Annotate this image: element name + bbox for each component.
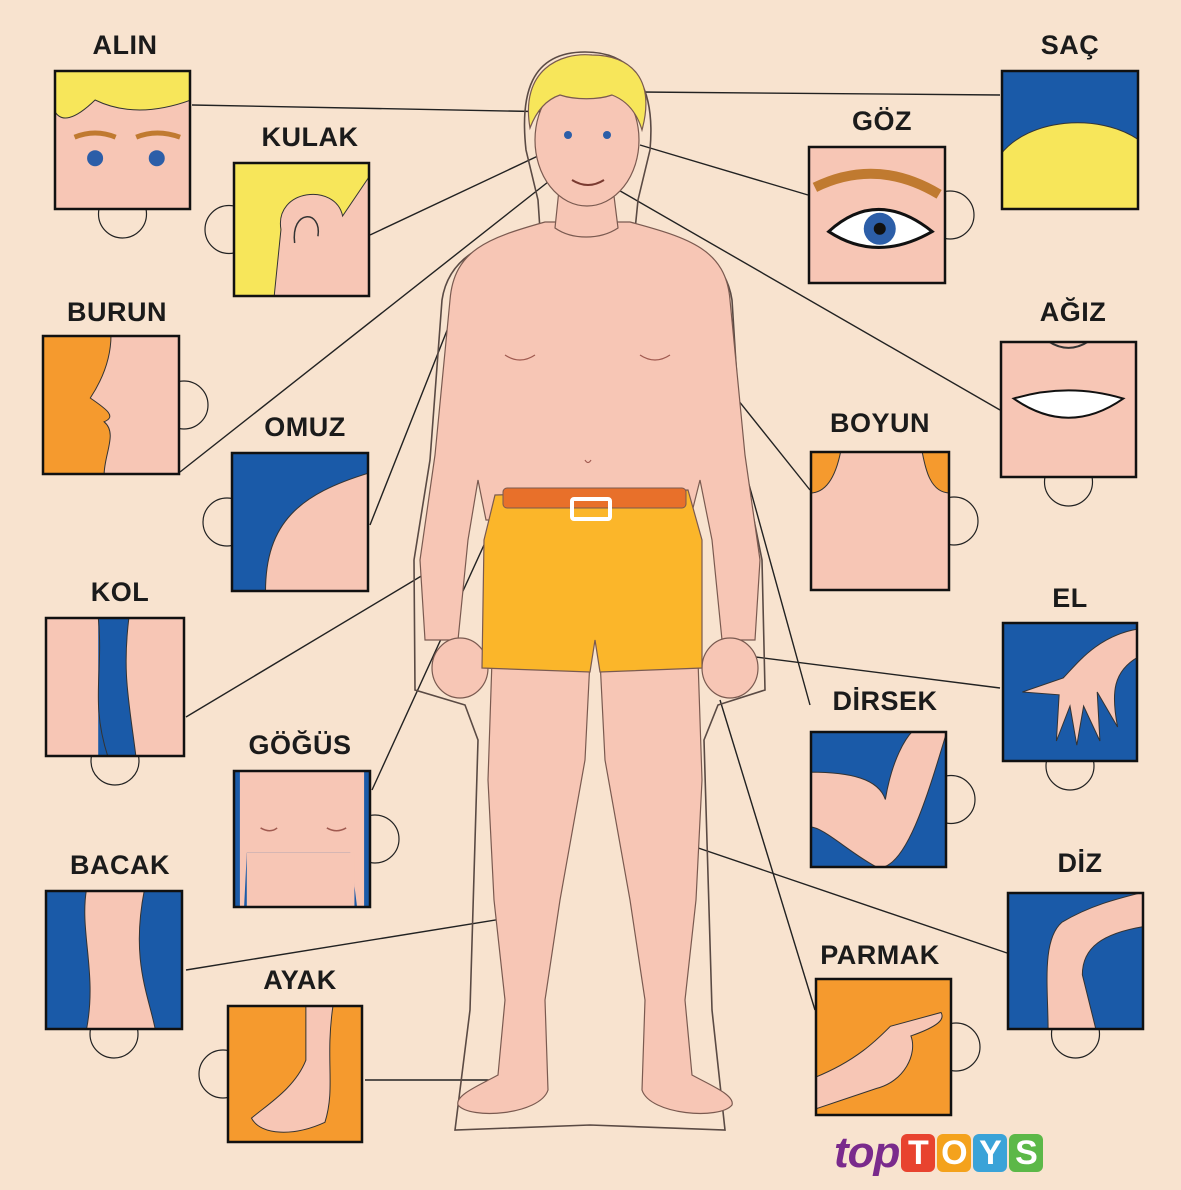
leader-line-agiz xyxy=(614,187,1001,411)
label-kulak: KULAK xyxy=(261,122,359,152)
card-art-kulak xyxy=(233,162,370,297)
card-goz xyxy=(807,145,975,285)
shorts xyxy=(481,489,703,673)
card-art-goz xyxy=(808,146,946,284)
label-burun: BURUN xyxy=(67,297,167,327)
card-art-diz xyxy=(1007,892,1144,1030)
label-alin: ALIN xyxy=(92,30,158,60)
label-parmak: PARMAK xyxy=(820,940,940,970)
card-art-dirsek xyxy=(810,731,947,868)
leader-line-parmak xyxy=(719,699,816,1011)
card-art-boyun xyxy=(810,451,950,591)
label-boyun: BOYUN xyxy=(829,408,930,438)
label-kol: KOL xyxy=(90,577,150,607)
card-art-alin xyxy=(54,70,191,210)
label-dirsek: DİRSEK xyxy=(832,686,938,716)
logo-letter: O xyxy=(937,1134,972,1172)
card-alin xyxy=(53,69,192,239)
card-omuz xyxy=(202,451,370,593)
card-bacak xyxy=(44,889,184,1059)
label-diz: DİZ xyxy=(1057,848,1103,878)
card-kulak xyxy=(204,161,371,298)
card-art-sac xyxy=(1001,70,1139,210)
left-leg xyxy=(457,659,591,1115)
card-art-kol xyxy=(45,617,185,757)
card-art-el xyxy=(1002,622,1138,762)
belt-buckle xyxy=(570,497,612,521)
hair xyxy=(527,54,647,133)
card-parmak xyxy=(814,977,981,1117)
leader-line-dirsek xyxy=(744,469,811,706)
card-art-parmak xyxy=(815,978,952,1116)
leader-line-burun xyxy=(179,181,549,473)
logo-letter: T xyxy=(901,1134,936,1172)
logo-letter: Y xyxy=(973,1134,1008,1172)
leader-line-bacak xyxy=(185,911,546,971)
left-hand xyxy=(431,637,489,699)
card-el xyxy=(1001,621,1139,791)
right-leg xyxy=(599,659,733,1115)
card-gogus xyxy=(232,769,400,909)
label-agiz: AĞIZ xyxy=(1039,297,1107,327)
label-goz: GÖZ xyxy=(852,106,912,136)
leader-line-goz xyxy=(639,144,809,196)
card-agiz xyxy=(999,340,1138,507)
card-art-bacak xyxy=(45,890,183,1030)
figure-outline xyxy=(413,51,766,1131)
logo-letter: S xyxy=(1009,1134,1044,1172)
leader-line-sac xyxy=(639,91,1001,96)
label-ayak: AYAK xyxy=(263,965,337,995)
leader-line-kol xyxy=(185,559,449,718)
label-gogus: GÖĞÜS xyxy=(248,730,352,760)
chest-lines xyxy=(504,354,671,464)
leader-line-el xyxy=(747,655,1001,689)
card-ayak xyxy=(198,1004,364,1144)
card-art-omuz xyxy=(231,452,369,592)
card-burun xyxy=(41,334,209,476)
card-dirsek xyxy=(809,730,976,869)
card-art-burun xyxy=(42,335,180,475)
card-art-agiz xyxy=(1000,341,1137,478)
leader-line-kulak xyxy=(369,154,541,236)
leader-line-diz xyxy=(659,834,1008,954)
logo-top: top xyxy=(834,1128,900,1177)
leader-line-alin xyxy=(191,104,561,113)
label-omuz: OMUZ xyxy=(264,412,346,442)
right-eye xyxy=(603,131,611,139)
mouth xyxy=(571,179,605,186)
label-sac: SAÇ xyxy=(1040,30,1100,60)
card-kol xyxy=(44,616,186,786)
label-bacak: BACAK xyxy=(70,850,170,880)
card-sac xyxy=(1000,69,1140,211)
card-boyun xyxy=(809,450,979,592)
right-hand xyxy=(701,637,759,699)
left-eye xyxy=(564,131,572,139)
card-diz xyxy=(1006,891,1145,1059)
card-art-gogus xyxy=(233,770,371,908)
card-art-ayak xyxy=(227,1005,363,1143)
label-el: EL xyxy=(1052,583,1088,613)
